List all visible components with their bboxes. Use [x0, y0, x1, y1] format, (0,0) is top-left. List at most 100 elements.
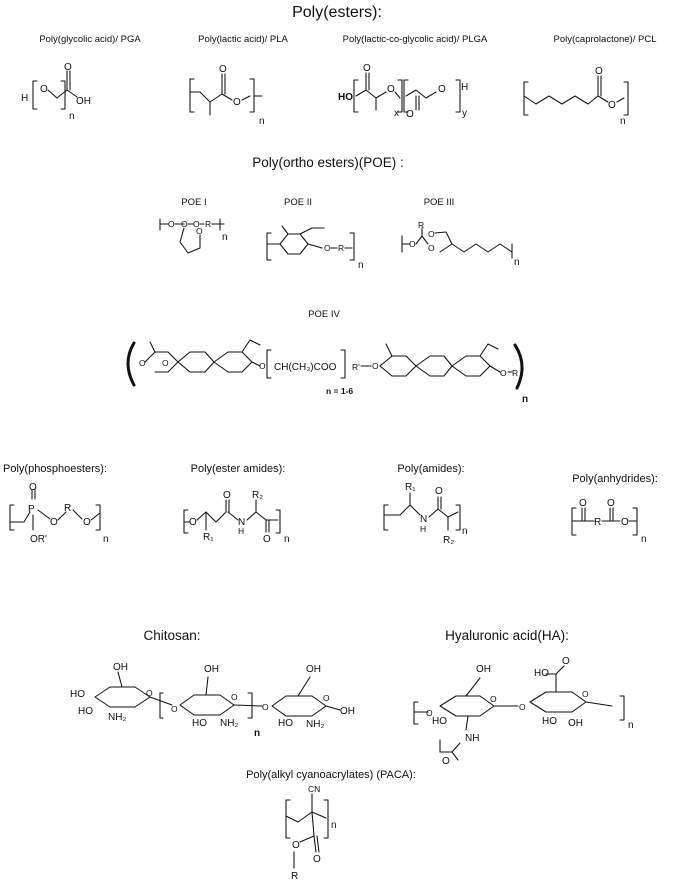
svg-text:O: O: [562, 656, 570, 667]
svg-text:O: O: [168, 219, 175, 229]
svg-text:y: y: [462, 108, 467, 119]
structure-poe-ii: O R n: [266, 225, 364, 271]
svg-text:O: O: [438, 84, 446, 95]
svg-text:HO: HO: [534, 668, 549, 679]
label-poe-iii: POE III: [424, 197, 455, 208]
structure-pla: O O n: [189, 64, 265, 127]
svg-text:CN: CN: [308, 784, 320, 794]
label-pga: Poly(glycolic acid)/ PGA: [39, 34, 141, 45]
header-ha: Hyaluronic acid(HA):: [445, 628, 569, 643]
svg-text:O: O: [519, 702, 526, 712]
svg-text:OH: OH: [306, 664, 321, 675]
svg-text:O: O: [262, 702, 269, 712]
svg-text:HO: HO: [432, 716, 447, 727]
svg-text:R₁: R₁: [405, 482, 416, 493]
svg-text:O: O: [219, 64, 227, 75]
svg-text:H: H: [21, 93, 28, 104]
structure-anhydride: O R O O n: [571, 498, 647, 545]
svg-text:O: O: [435, 486, 443, 497]
svg-text:H: H: [461, 82, 468, 93]
svg-text:O: O: [442, 756, 450, 767]
svg-text:O: O: [50, 517, 58, 528]
svg-text:HO: HO: [278, 718, 293, 729]
svg-text:R: R: [418, 220, 424, 230]
svg-text:n: n: [331, 820, 337, 831]
structure-paca: CN n O O R: [285, 784, 337, 882]
label-pcl: Poly(caprolactone)/ PCL: [554, 34, 657, 45]
svg-text:O: O: [428, 243, 435, 253]
svg-text:N: N: [420, 514, 427, 525]
svg-text:HO: HO: [338, 92, 353, 103]
svg-text:O: O: [428, 229, 435, 239]
svg-text:O: O: [372, 361, 379, 371]
svg-text:R: R: [64, 503, 71, 514]
svg-text:N: N: [238, 517, 245, 528]
svg-text:O: O: [490, 694, 497, 704]
svg-text:O: O: [324, 243, 331, 253]
svg-text:n: n: [284, 534, 290, 545]
svg-text:R₁: R₁: [203, 532, 214, 543]
label-poe-ii: POE II: [284, 197, 312, 208]
svg-text:O: O: [323, 693, 330, 703]
svg-text:R': R': [352, 362, 360, 372]
structure-phosphoester: P O OR' O R O n: [9, 482, 109, 545]
svg-text:R: R: [512, 368, 518, 378]
svg-text:R₂: R₂: [443, 535, 454, 546]
label-poe-i: POE I: [181, 197, 206, 208]
structure-esteramide: O R₁ O N H R₂ O n: [183, 490, 290, 545]
svg-text:OH: OH: [76, 96, 91, 107]
svg-text:n: n: [222, 232, 228, 243]
svg-text:OR': OR': [30, 534, 47, 545]
svg-text:O: O: [233, 97, 241, 108]
svg-text:O: O: [196, 226, 203, 236]
svg-text:O: O: [363, 63, 371, 74]
svg-text:OH: OH: [340, 706, 355, 717]
svg-text:NH₂: NH₂: [220, 718, 238, 729]
structure-poe-iv: O O O CH(CH₃)COO R' n = 1-6 O O R n: [126, 339, 528, 405]
svg-text:n: n: [69, 111, 75, 122]
svg-text:NH₂: NH₂: [108, 712, 126, 723]
svg-text:O: O: [29, 482, 37, 493]
structure-chitosan: OH O HO HO NH₂ O OH O HO NH₂ n O OH O HO…: [70, 662, 355, 739]
svg-text:R: R: [205, 219, 211, 229]
header-paca: Poly(alkyl cyanoacrylates) (PACA):: [246, 769, 416, 781]
svg-text:O: O: [406, 109, 414, 120]
svg-text:O: O: [579, 498, 587, 509]
svg-text:O: O: [387, 84, 395, 95]
label-poe-iv: POE IV: [308, 309, 340, 320]
svg-text:n: n: [259, 116, 265, 127]
structure-poe-iii: O R O O n: [401, 220, 520, 268]
svg-text:n: n: [641, 534, 647, 545]
svg-text:n: n: [514, 257, 520, 268]
svg-text:n: n: [103, 534, 109, 545]
svg-text:O: O: [223, 490, 231, 501]
svg-text:n: n: [628, 720, 634, 731]
svg-text:n: n: [358, 260, 364, 271]
svg-text:O: O: [621, 517, 629, 528]
svg-text:O: O: [146, 688, 153, 698]
svg-text:O: O: [292, 840, 300, 851]
header-polyesters: Poly(esters):: [292, 4, 382, 21]
label-anhydrides: Poly(anhydrides):: [572, 473, 658, 485]
svg-text:O: O: [426, 708, 433, 718]
svg-text:NH₂: NH₂: [306, 719, 324, 730]
structure-pcl: O O n: [523, 66, 629, 127]
svg-text:O: O: [83, 517, 91, 528]
poe-iv-range: n = 1-6: [326, 386, 353, 396]
svg-text:O: O: [500, 368, 507, 378]
label-esteramides: Poly(ester amides):: [191, 463, 286, 475]
svg-text:OH: OH: [204, 664, 219, 675]
svg-text:O: O: [189, 517, 197, 528]
poe-iv-linker: CH(CH₃)COO: [274, 362, 337, 373]
svg-text:R: R: [594, 517, 601, 528]
svg-text:n: n: [620, 116, 626, 127]
svg-text:O: O: [64, 62, 72, 73]
svg-text:OH: OH: [113, 662, 128, 673]
svg-text:O: O: [607, 498, 615, 509]
svg-text:R: R: [291, 871, 298, 882]
header-poe: Poly(ortho esters)(POE) :: [252, 155, 404, 170]
svg-text:OH: OH: [568, 718, 583, 729]
svg-text:R₂: R₂: [252, 490, 263, 501]
svg-text:OH: OH: [476, 664, 491, 675]
svg-text:O: O: [409, 239, 416, 249]
